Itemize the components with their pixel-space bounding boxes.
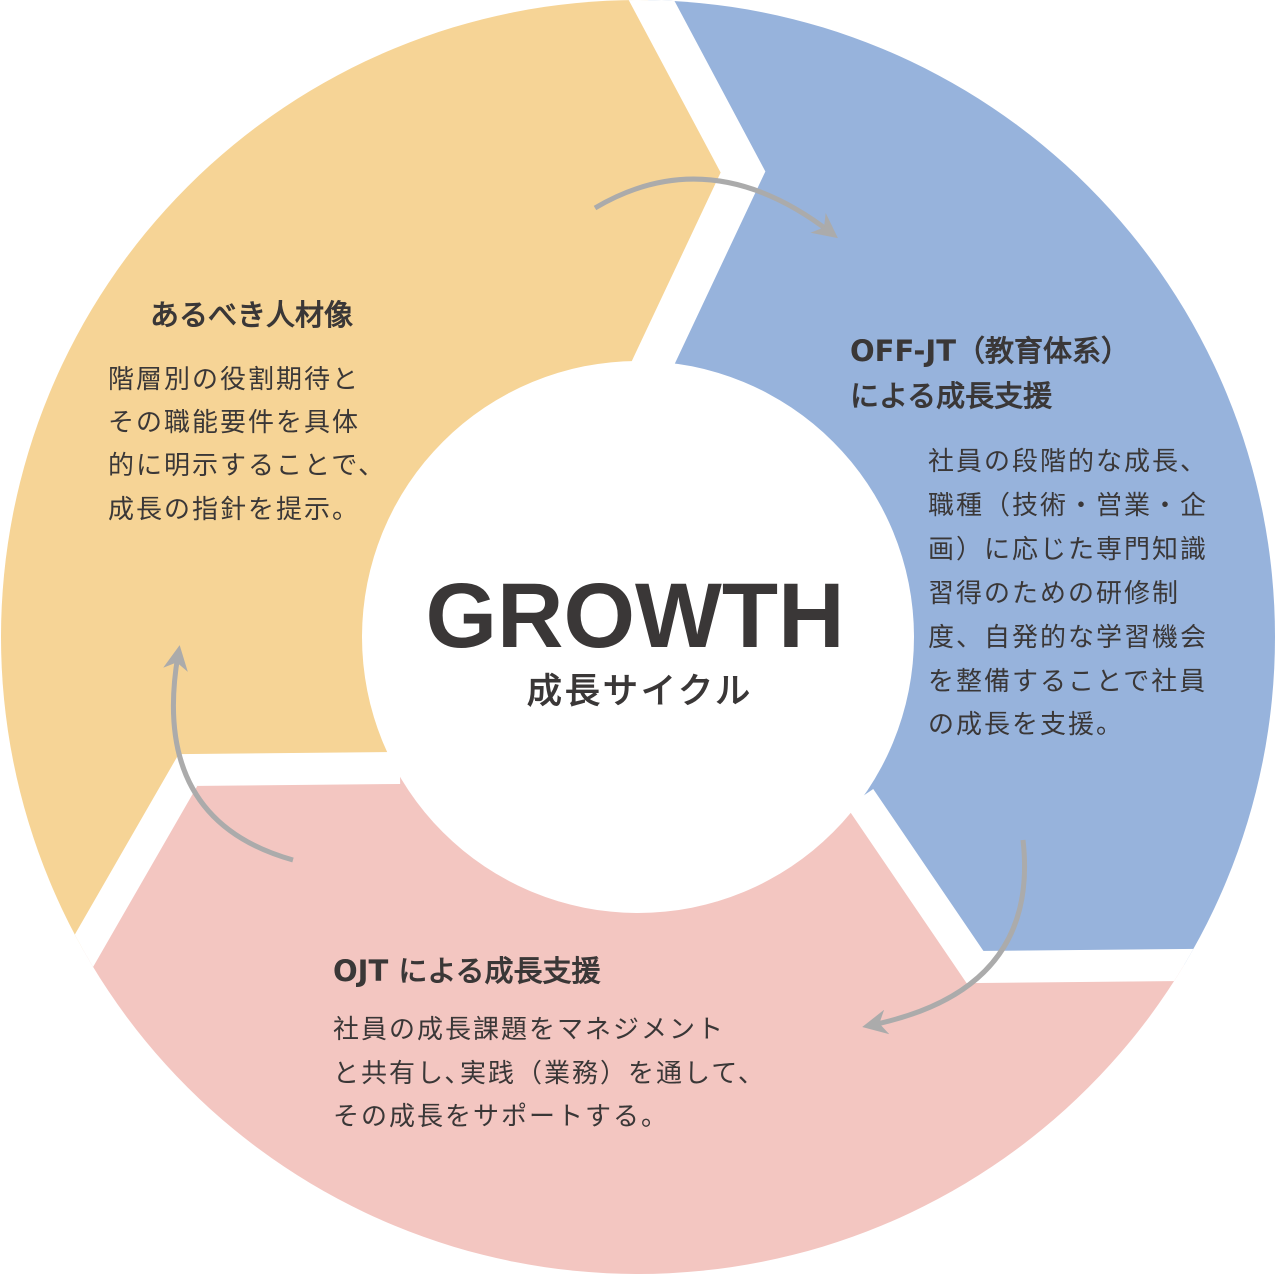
center-title: GROWTH <box>425 565 844 667</box>
cycle-arrow-icon <box>862 839 1027 1035</box>
cycle-arrow-icon <box>163 645 294 863</box>
segment-ideal <box>1 0 743 1100</box>
offjt-text-line: の成長を支援。 <box>928 710 1124 740</box>
segment-ojt <box>1 637 1275 1274</box>
cycle-arrow-icon <box>593 176 838 239</box>
ideal-text-line: 成長の指針を提示。 <box>108 495 360 525</box>
ojt-title: OJT による成長支援 <box>333 954 601 988</box>
offjt-title-line: OFF-JT（教育体系） <box>850 334 1130 368</box>
ideal-text-line: 的に明示することで、 <box>108 451 386 481</box>
offjt-text-line: 職種（技術・営業・企 <box>928 491 1208 521</box>
ideal-title: あるべき人材像 <box>150 298 353 332</box>
center-circle <box>362 361 914 913</box>
ojt-text-line: と共有し､実践（業務）を通して、 <box>333 1059 766 1089</box>
offjt-text-line: を整備することで社員 <box>928 667 1207 697</box>
offjt-text-line: 画）に応じた専門知識 <box>928 535 1208 565</box>
gap-divider <box>626 0 766 389</box>
ideal-text-line: 階層別の役割期待と <box>108 365 360 395</box>
offjt-text-line: 習得のための研修制 <box>928 579 1180 609</box>
ojt-text-line: 社員の成長課題をマネジメント <box>333 1015 725 1045</box>
offjt-text-line: 社員の段階的な成長、 <box>928 447 1208 477</box>
offjt-title-line: による成長支援 <box>850 379 1053 413</box>
ideal-text-line: その職能要件を具体 <box>108 408 360 438</box>
gap-divider <box>56 752 401 983</box>
center-subtitle: 成長サイクル <box>527 672 753 712</box>
ojt-text-line: その成長をサポートする。 <box>333 1102 669 1132</box>
offjt-text-line: 度、自発的な学習機会 <box>928 623 1208 653</box>
